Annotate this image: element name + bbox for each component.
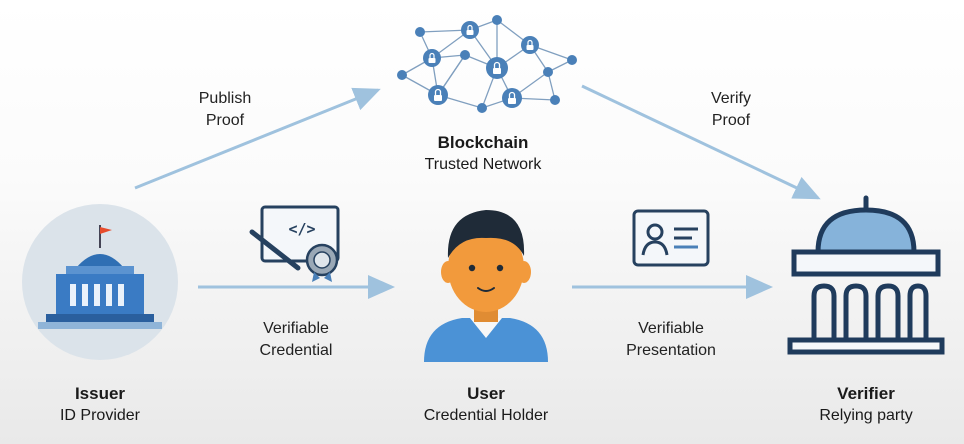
issuer-title: Issuer [74, 384, 126, 403]
credential-label: Verifiable Credential [236, 318, 356, 362]
blockchain-subtitle: Trusted Network [424, 156, 542, 173]
presentation-line2: Presentation [626, 342, 716, 359]
publish-proof-line1: Publish [198, 90, 252, 107]
publish-proof-label: Publish Proof [170, 88, 280, 132]
user-label: User Credential Holder [386, 383, 586, 427]
presentation-line1: Verifiable [638, 320, 704, 337]
issuer-label: Issuer ID Provider [20, 383, 180, 427]
credential-line1: Verifiable [263, 320, 329, 337]
blockchain-title: Blockchain [437, 133, 529, 152]
publish-proof-line2: Proof [205, 112, 245, 129]
certificate-code-symbol: </> [288, 220, 316, 238]
verifier-title: Verifier [837, 384, 895, 403]
verify-proof-arrow [581, 84, 821, 200]
publish-proof-arrow [134, 87, 381, 190]
user-title: User [467, 384, 505, 403]
verifier-subtitle: Relying party [819, 407, 913, 424]
verify-proof-label: Verify Proof [676, 88, 786, 132]
verify-proof-line2: Proof [711, 112, 751, 129]
blockchain-label: Blockchain Trusted Network [380, 132, 586, 176]
verify-proof-line1: Verify [710, 90, 751, 107]
issuer-subtitle: ID Provider [59, 407, 141, 424]
verifier-label: Verifier Relying party [786, 383, 946, 427]
credential-line2: Credential [259, 342, 333, 359]
user-subtitle: Credential Holder [423, 407, 549, 424]
presentation-label: Verifiable Presentation [606, 318, 736, 362]
